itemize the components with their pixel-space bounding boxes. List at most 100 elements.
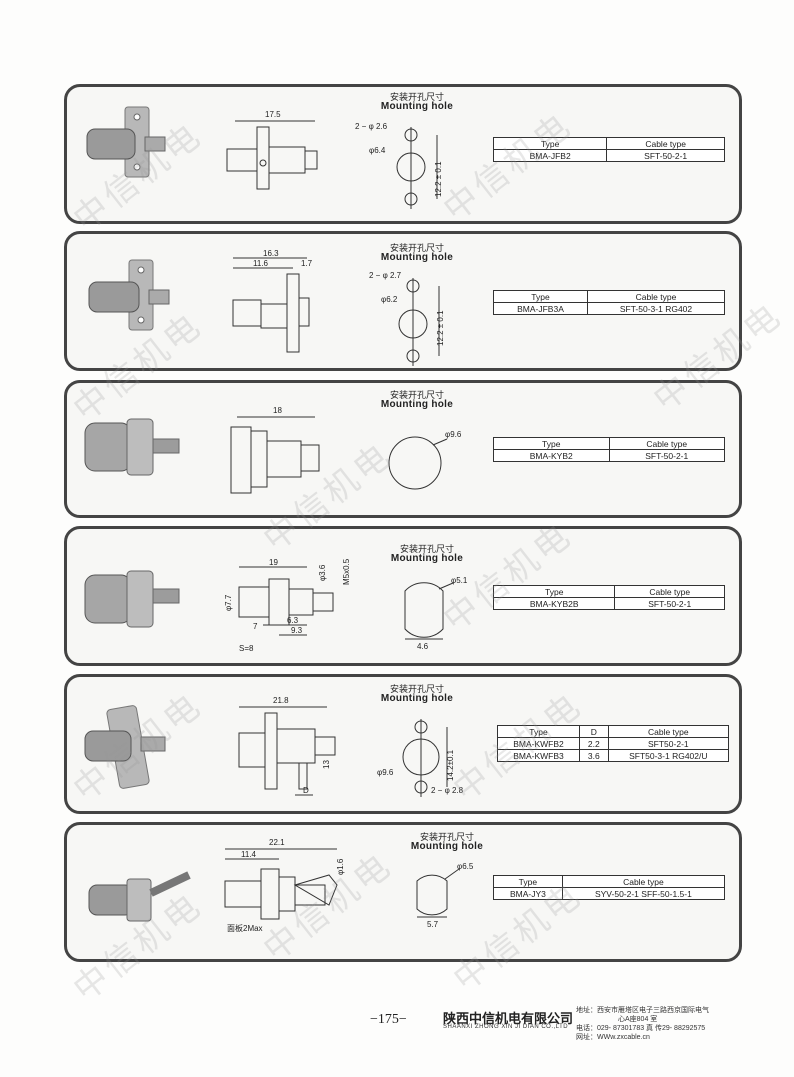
table-header: Cable type — [614, 585, 725, 598]
table-cell: 3.6 — [578, 749, 609, 762]
table-header: D — [578, 725, 609, 738]
mounting-hole-en: Mounting hole — [390, 553, 464, 564]
table-header: Type — [492, 137, 608, 150]
table-cell: SFT-50-2-1 — [608, 449, 725, 462]
dim-bore: φ6.4 — [369, 146, 386, 155]
phone: 电话：029- 87301783 真 传29- 88292575 — [576, 1025, 706, 1032]
dim-c: 9.3 — [291, 626, 303, 635]
product-panel-4: 19 φ3.6 M5x0.5 φ7.7 6.3 7 9.3 S=8 φ5.1 4… — [64, 526, 742, 666]
connector-drawing: 17.5 2 − φ 2.6 φ6.4 12.2 ± 0.1 — [86, 106, 443, 209]
dim-length: 16.3 — [263, 249, 279, 258]
table-header: Cable type — [561, 875, 726, 888]
table-cell: BMA-JFB3A — [493, 302, 588, 315]
mounting-hole-drawing — [416, 868, 460, 918]
mounting-hole-drawing — [398, 278, 440, 366]
side-view — [230, 416, 320, 494]
dim-flat: 5.7 — [427, 920, 439, 929]
connector-drawing: 18 φ9.6 — [84, 406, 462, 494]
mounting-hole-title: 安装开孔尺寸 Mounting hole — [377, 544, 477, 564]
table-cell: SFT-50-3-1 RG402 — [586, 302, 726, 315]
dim-pin: φ3.6 — [318, 564, 327, 581]
dim-spacing: 12.2 ± 0.1 — [436, 310, 445, 346]
dim-bore: φ6.5 — [457, 862, 474, 871]
mounting-hole-cn: 安装开孔尺寸 — [389, 390, 444, 400]
dim-sub-length: 11.4 — [241, 850, 257, 859]
dim-a: 6.3 — [287, 616, 299, 625]
dim-bore: φ9.6 — [445, 430, 462, 439]
mounting-hole-title: 安装开孔尺寸 Mounting hole — [367, 684, 467, 704]
dim-panel: 面板2Max — [227, 923, 263, 933]
table-cell: BMA-JFB2 — [492, 149, 608, 162]
connector-photo — [84, 570, 180, 628]
table-header: Type — [493, 290, 588, 303]
mounting-hole-cn: 安装开孔尺寸 — [399, 544, 454, 554]
connector-photo — [84, 418, 180, 476]
connector-drawing: 21.8 13 D 14.2±0.1 φ9.6 2 − φ 2.8 — [84, 696, 464, 797]
connector-drawing: 19 φ3.6 M5x0.5 φ7.7 6.3 7 9.3 S=8 φ5.1 4… — [84, 558, 468, 653]
mounting-hole-cn: 安装开孔尺寸 — [389, 684, 444, 694]
dim-spacing: 12.2 ± 0.1 — [434, 161, 443, 197]
dim-pin: φ1.6 — [336, 858, 345, 875]
mounting-hole-en: Mounting hole — [380, 693, 454, 704]
address-line2: 心A座804 室 — [618, 1016, 658, 1023]
dim-length: 22.1 — [269, 838, 285, 847]
dim-holes: 2 − φ 2.8 — [431, 786, 464, 795]
dim-diameter: φ7.7 — [224, 594, 233, 611]
connector-drawing: 16.3 11.6 1.7 2 − φ 2.7 φ6.2 12.2 ± 0.1 — [88, 249, 445, 366]
mounting-hole-drawing — [404, 582, 454, 640]
mounting-hole-drawing — [388, 436, 448, 490]
mounting-hole-cn: 安装开孔尺寸 — [389, 92, 444, 102]
dim-length: 17.5 — [265, 110, 281, 119]
dim-holes: 2 − φ 2.6 — [355, 122, 388, 131]
dim-holes: 2 − φ 2.7 — [369, 271, 402, 280]
mounting-hole-title: 安装开孔尺寸 Mounting hole — [367, 243, 467, 263]
mounting-hole-cn: 安装开孔尺寸 — [419, 832, 474, 842]
dim-bore: φ9.6 — [377, 768, 394, 777]
website: 网址：WWw.zxcable.cn — [576, 1034, 650, 1041]
table-cell: SFT50-2-1 — [607, 737, 730, 750]
mounting-hole-en: Mounting hole — [380, 101, 454, 112]
table-header: Cable type — [608, 437, 725, 450]
mounting-hole-drawing — [396, 127, 438, 209]
side-view — [238, 706, 336, 796]
table-header: Cable type — [586, 290, 726, 303]
table-cell: BMA-KYB2 — [493, 449, 610, 462]
dim-length: 21.8 — [273, 696, 289, 705]
side-view — [226, 120, 318, 190]
dim-b: 7 — [253, 622, 258, 631]
table-cell: SFT-50-2-1 — [606, 149, 725, 162]
company-name-cn: 陕西中信机电有限公司 — [443, 1011, 574, 1026]
dim-hex: S=8 — [239, 644, 254, 653]
table-cell: SFT50-3-1 RG402/U — [607, 749, 730, 762]
connector-photo — [84, 705, 166, 789]
dim-length: 18 — [273, 406, 282, 415]
mounting-hole-title: 安装开孔尺寸 Mounting hole — [367, 92, 467, 112]
mounting-hole-cn: 安装开孔尺寸 — [389, 243, 444, 253]
table-header: Type — [492, 585, 616, 598]
dim-flat: 4.6 — [417, 642, 429, 651]
mounting-hole-drawing — [402, 719, 448, 797]
dim-bore: φ5.1 — [451, 576, 468, 585]
page-footer: −175− 陕西中信机电有限公司 SHAANXI ZHONG XIN JI DI… — [0, 1000, 794, 1041]
mounting-hole-en: Mounting hole — [380, 252, 454, 263]
side-view — [232, 257, 310, 353]
page-number: −175− — [370, 1012, 407, 1027]
table-header: Type — [497, 725, 580, 738]
table-header: Type — [493, 875, 563, 888]
table-cell: BMA-KYB2B — [492, 597, 616, 610]
product-panel-1: 17.5 2 − φ 2.6 φ6.4 12.2 ± 0.1 安装开孔尺寸 Mo… — [64, 84, 742, 224]
table-header: Type — [493, 437, 610, 450]
dim-flange: 1.7 — [301, 259, 313, 268]
address: 地址：西安市雁塔区电子三路西京国际电气 — [576, 1007, 709, 1014]
mounting-hole-en: Mounting hole — [380, 399, 454, 410]
dim-thread: M5x0.5 — [342, 558, 351, 585]
product-panel-6: 22.1 11.4 φ1.6 面板2Max φ6.5 5.7 安装开孔尺寸 Mo… — [64, 822, 742, 962]
